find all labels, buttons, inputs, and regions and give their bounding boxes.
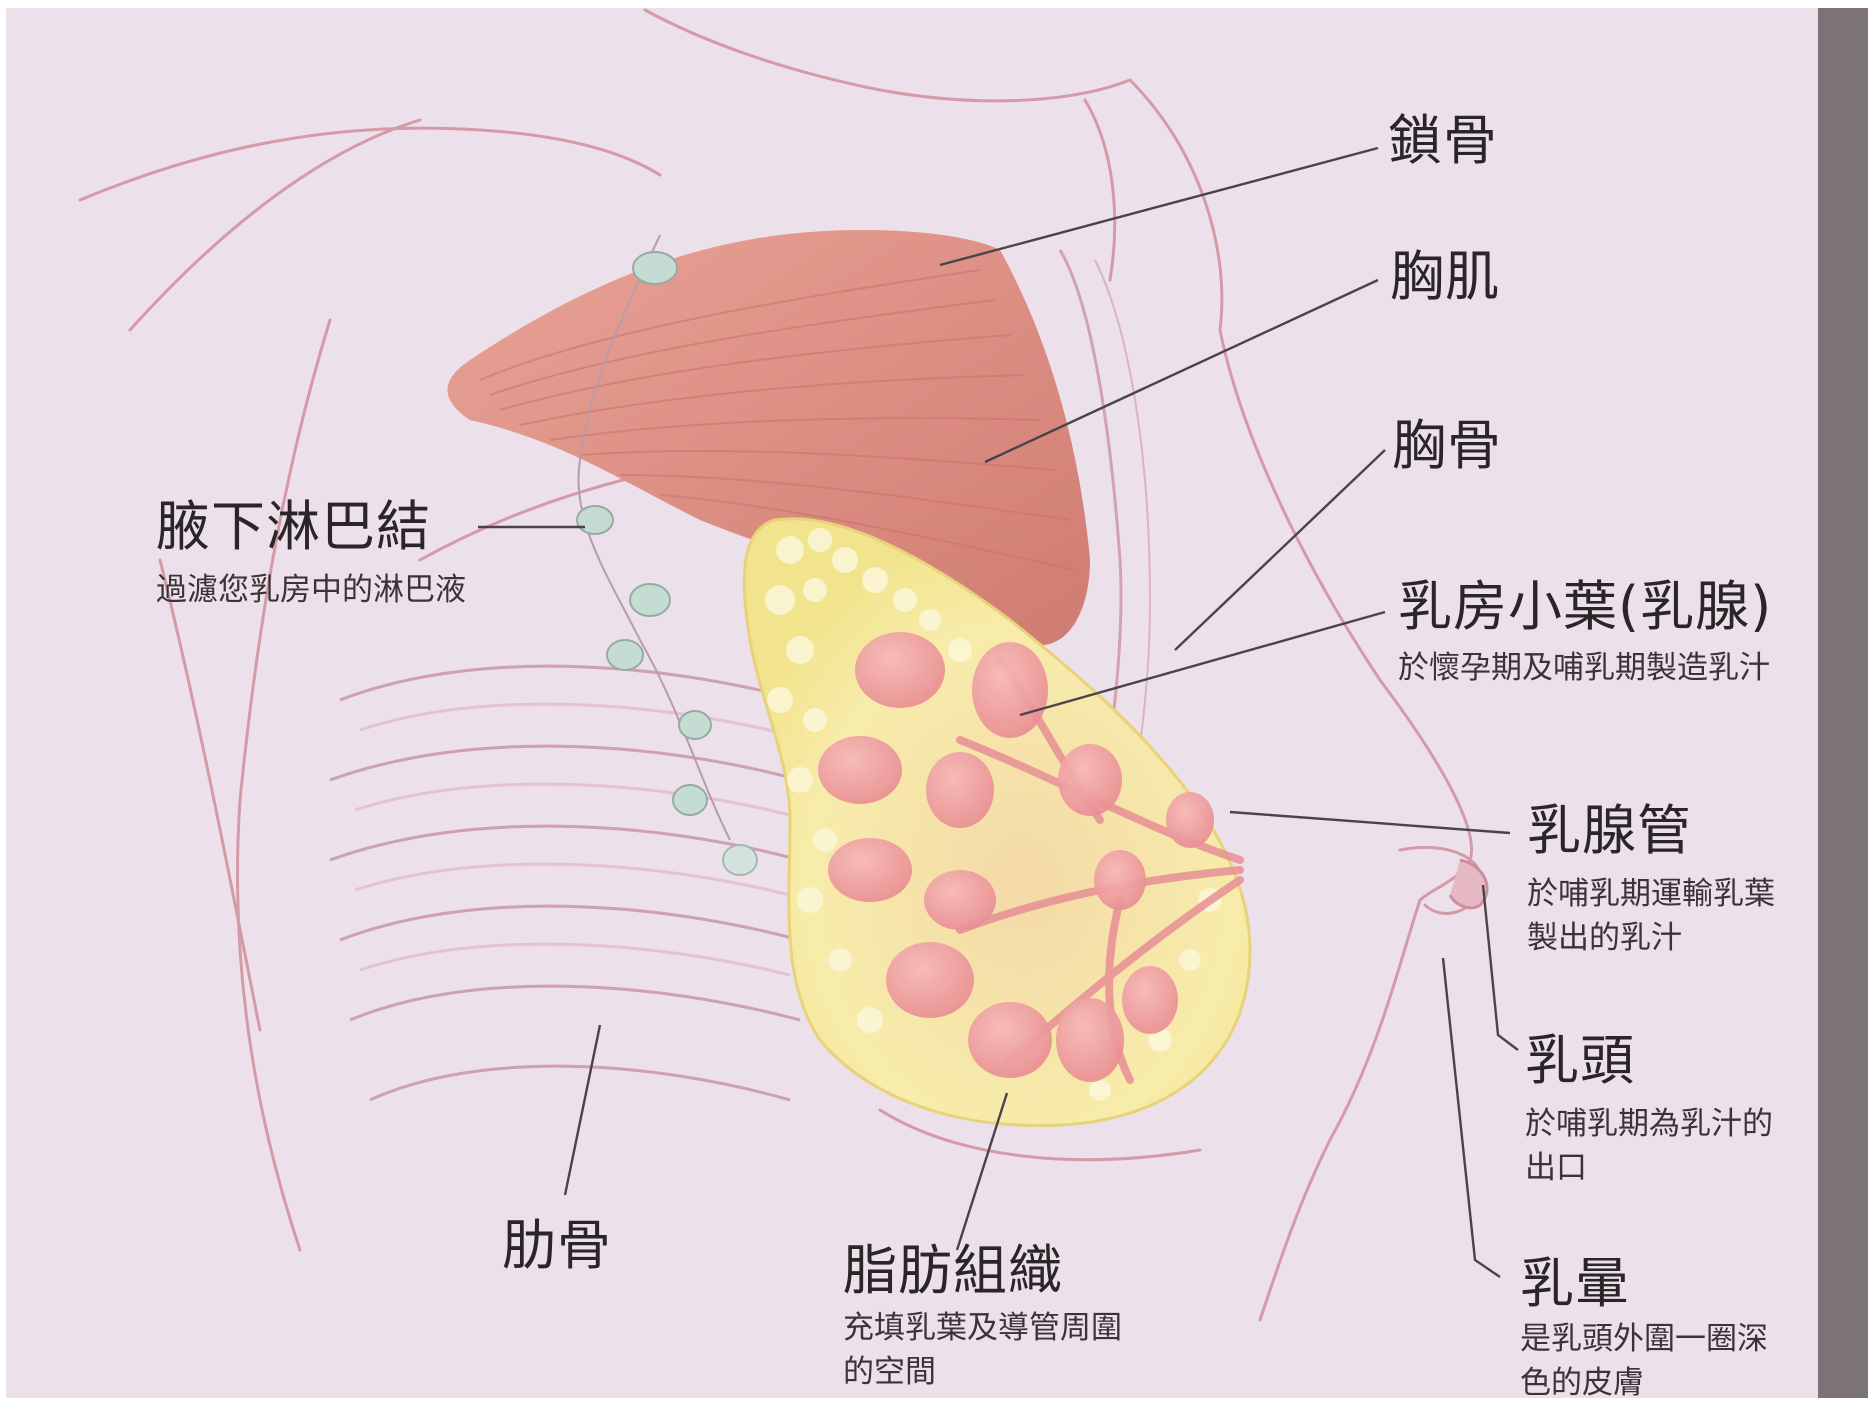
label-clavicle-title: 鎖骨: [1388, 110, 1498, 172]
label-fat-tissue: 脂肪組織 充填乳葉及導管周圍的空間: [843, 1240, 1133, 1394]
label-pectoral-title: 胸肌: [1390, 246, 1500, 308]
label-ribs-title: 肋骨: [502, 1215, 612, 1277]
label-areola-desc: 是乳頭外圍一圈深色的皮膚: [1520, 1317, 1780, 1405]
label-nipple-desc: 於哺乳期為乳汁的出口: [1525, 1102, 1785, 1190]
label-fat-desc: 充填乳葉及導管周圍的空間: [843, 1306, 1133, 1394]
label-lobules-desc: 於懷孕期及哺乳期製造乳汁: [1398, 646, 1772, 690]
label-lymph-title: 腋下淋巴結: [156, 496, 466, 558]
label-ribs: 肋骨: [502, 1215, 612, 1277]
label-sternum: 胸骨: [1392, 415, 1502, 477]
label-ducts: 乳腺管 於哺乳期運輸乳葉製出的乳汁: [1527, 800, 1787, 960]
label-lymph-desc: 過濾您乳房中的淋巴液: [156, 568, 466, 612]
label-nipple: 乳頭 於哺乳期為乳汁的出口: [1525, 1030, 1785, 1190]
label-ducts-desc: 於哺乳期運輸乳葉製出的乳汁: [1527, 872, 1787, 960]
page-shadow-edge: [1818, 0, 1868, 1407]
label-fat-title: 脂肪組織: [843, 1240, 1133, 1302]
label-lobules: 乳房小葉(乳腺) 於懷孕期及哺乳期製造乳汁: [1398, 576, 1772, 690]
label-ducts-title: 乳腺管: [1527, 800, 1787, 862]
label-pectoral: 胸肌: [1390, 246, 1500, 308]
label-lobules-title: 乳房小葉(乳腺): [1398, 576, 1772, 638]
label-clavicle: 鎖骨: [1388, 110, 1498, 172]
label-areola-title: 乳暈: [1520, 1253, 1780, 1315]
label-sternum-title: 胸骨: [1392, 415, 1502, 477]
label-nipple-title: 乳頭: [1525, 1030, 1785, 1092]
label-areola: 乳暈 是乳頭外圍一圈深色的皮膚: [1520, 1253, 1780, 1405]
label-lymph-nodes: 腋下淋巴結 過濾您乳房中的淋巴液: [156, 496, 466, 612]
